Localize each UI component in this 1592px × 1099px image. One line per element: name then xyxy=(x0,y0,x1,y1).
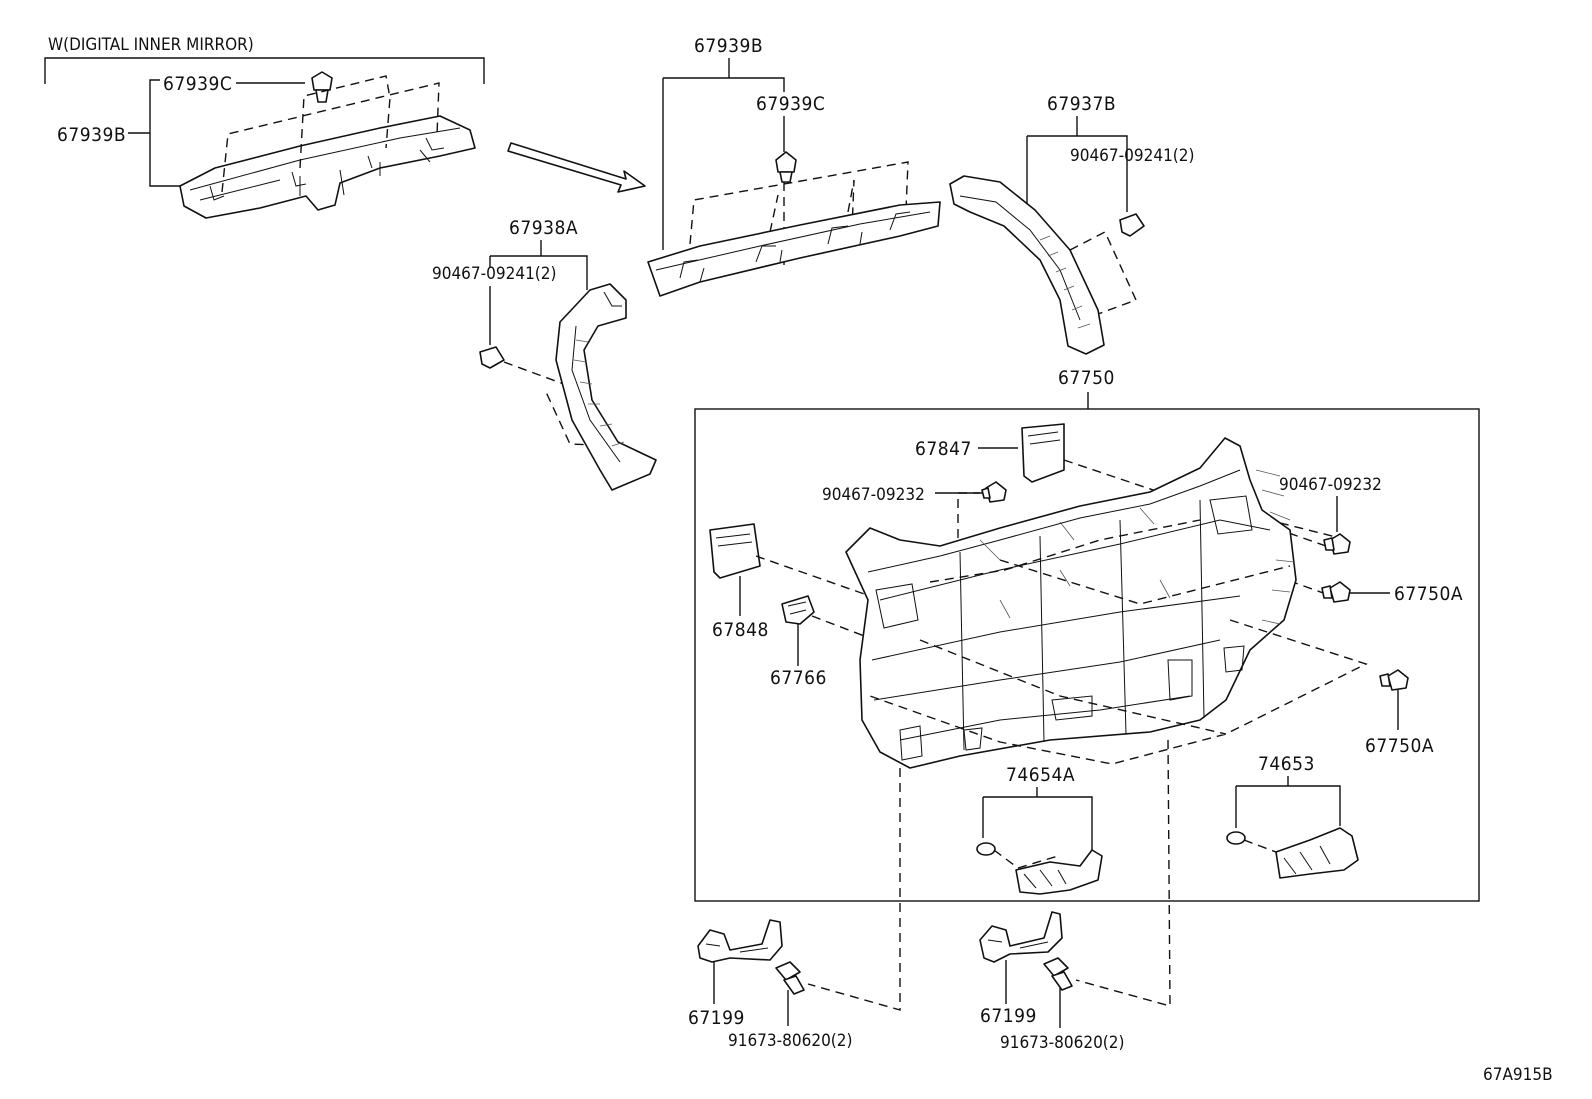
cover-67847 xyxy=(1021,423,1065,483)
grip-74654A xyxy=(1015,849,1103,895)
dash-67939B-clips xyxy=(689,161,909,265)
bolt-91673-right xyxy=(1043,957,1073,991)
label-67939C-mid: 67939C xyxy=(756,93,825,115)
label-67939C-top: 67939C xyxy=(163,73,232,95)
label-67848: 67848 xyxy=(712,619,769,641)
bracket-67766 xyxy=(781,595,815,625)
bracket-67199-right xyxy=(979,911,1063,963)
arrow-icon xyxy=(507,142,646,193)
label-90467-09232-right: 90467-09232 xyxy=(1279,475,1382,495)
dash-74654A xyxy=(993,849,1059,869)
trim-panel-67939B-variant xyxy=(179,115,476,219)
label-67938A: 67938A xyxy=(509,217,578,239)
bracket-67199-left xyxy=(697,919,783,963)
leader-74654A xyxy=(982,787,1093,850)
leader-67939B-top xyxy=(662,58,785,250)
dash-variant-clips xyxy=(221,75,440,193)
label-67937B: 67937B xyxy=(1047,93,1116,115)
dash-bottom-right xyxy=(1075,739,1171,1007)
label-90467-09232-mid: 90467-09232 xyxy=(822,485,925,505)
leader-67937B xyxy=(1026,116,1128,212)
variant-note: W(DIGITAL INNER MIRROR) xyxy=(48,35,254,55)
clip-90467-09241-left xyxy=(479,346,505,369)
dash-trim-board xyxy=(869,519,1368,765)
clip-90467-09241-right xyxy=(1119,213,1145,237)
label-67939B-top: 67939B xyxy=(694,35,763,57)
variant-bracket xyxy=(44,57,485,84)
label-67199-left: 67199 xyxy=(688,1007,745,1029)
label-67750A-lower: 67750A xyxy=(1365,735,1434,757)
label-67750: 67750 xyxy=(1058,367,1115,389)
clip-90467-09232-right xyxy=(1323,533,1351,555)
label-91673-left: 91673-80620(2) xyxy=(728,1031,852,1051)
washer-74653 xyxy=(1226,831,1246,845)
pillar-trim-67937B xyxy=(949,175,1105,355)
cover-67848 xyxy=(709,523,761,579)
dash-67938A xyxy=(503,361,618,447)
bolt-91673-left xyxy=(775,961,805,995)
pillar-trim-67938A xyxy=(555,283,657,491)
leader-67939B-left xyxy=(128,79,182,187)
grip-74653 xyxy=(1275,827,1359,879)
dash-67937B xyxy=(1069,231,1137,315)
label-67766: 67766 xyxy=(770,667,827,689)
label-74653: 74653 xyxy=(1258,753,1315,775)
assembly-box-67750 xyxy=(694,408,1480,902)
label-91673-right: 91673-80620(2) xyxy=(1000,1033,1124,1053)
clip-67939C-top xyxy=(311,71,333,103)
clip-67939C-mid xyxy=(775,151,797,183)
label-67750A-upper: 67750A xyxy=(1394,583,1463,605)
clip-67750A-lower xyxy=(1379,669,1409,691)
label-67847: 67847 xyxy=(915,438,972,460)
label-67939B-left: 67939B xyxy=(57,124,126,146)
clip-90467-09232-mid xyxy=(981,481,1007,503)
clip-67750A-upper xyxy=(1321,581,1351,603)
label-67199-right: 67199 xyxy=(980,1005,1037,1027)
label-74654A: 74654A xyxy=(1006,764,1075,786)
leader-67938A xyxy=(489,240,588,290)
leader-74653 xyxy=(1235,776,1341,828)
washer-74654A xyxy=(976,842,996,856)
label-90467-09241-right: 90467-09241(2) xyxy=(1070,146,1194,166)
dash-bottom-left xyxy=(807,768,901,1011)
label-90467-09241-left: 90467-09241(2) xyxy=(432,264,556,284)
trim-panel-67939B xyxy=(647,201,941,297)
figure-code: 67A915B xyxy=(1483,1065,1553,1085)
dash-67848 xyxy=(755,555,871,597)
